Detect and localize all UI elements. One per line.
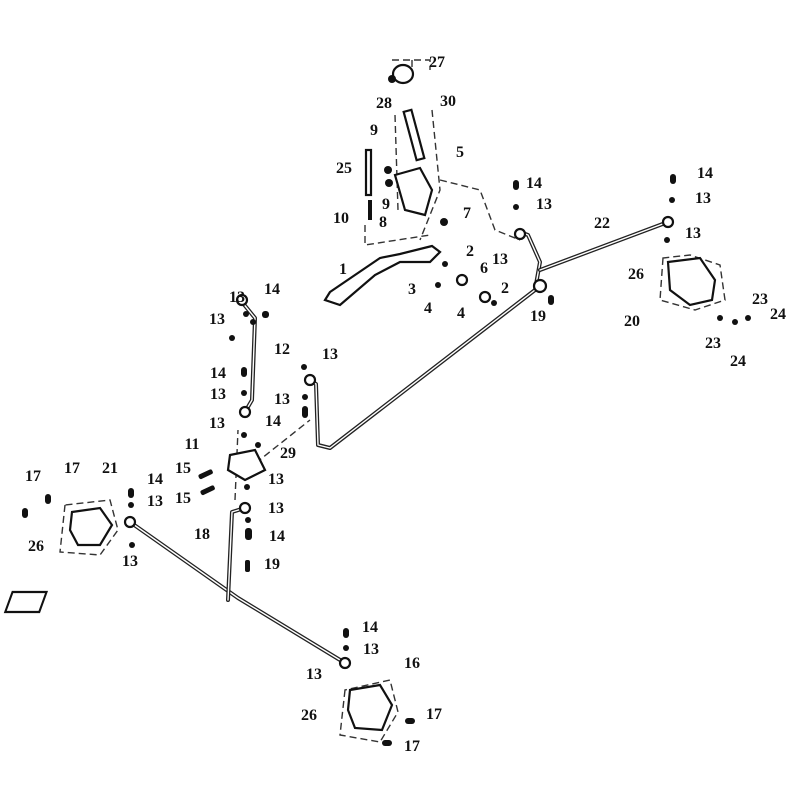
valve-11	[226, 448, 267, 482]
parts	[3, 63, 751, 746]
caliper-21	[68, 506, 114, 547]
part-number-label: 13	[122, 553, 138, 570]
brake-pedal-1	[323, 244, 442, 307]
part-number-label: 13	[147, 493, 163, 510]
part-number-label: 13	[229, 289, 245, 306]
part-number-label: 17	[64, 460, 80, 477]
part-number-label: 1	[339, 261, 347, 278]
part-number-label: 13	[685, 225, 701, 242]
part-number-label: 13	[322, 346, 338, 363]
brake-lines	[128, 220, 670, 665]
part-number-label: 30	[440, 93, 456, 110]
part-number-label: 13	[274, 391, 290, 408]
part-number-label: 5	[456, 144, 464, 161]
part-number-label: 28	[376, 95, 392, 112]
caliper-20	[666, 256, 717, 307]
part-number-label: 13	[695, 190, 711, 207]
part-number-label: 14	[697, 165, 713, 182]
part-number-label: 13	[209, 311, 225, 328]
part-number-label: 17	[25, 468, 41, 485]
part-number-label: 25	[336, 160, 352, 177]
part-number-label: 13	[492, 251, 508, 268]
part-number-label: 29	[280, 445, 296, 462]
part-number-label: 23	[752, 291, 768, 308]
rear-brake-line	[128, 520, 347, 665]
part-number-label: 14	[147, 471, 163, 488]
part-number-label: 9	[382, 196, 390, 213]
part-number-label: 8	[379, 214, 387, 231]
part-number-label: 9	[370, 122, 378, 139]
part-number-label: 13	[306, 666, 322, 683]
part-number-label: 19	[530, 308, 546, 325]
part-number-label: 2	[466, 243, 474, 260]
part-number-label: 22	[594, 215, 610, 232]
part-number-label: 18	[194, 526, 210, 543]
part-number-label: 2	[501, 280, 509, 297]
part-number-label: 15	[175, 460, 191, 477]
part-number-label: 14	[526, 175, 542, 192]
part-number-label: 14	[210, 365, 226, 382]
part-number-label: 4	[424, 300, 432, 317]
part-number-label: 14	[264, 281, 280, 298]
reservoir-cap-27	[391, 63, 415, 85]
switch-25	[364, 148, 373, 197]
part-number-label: 4	[457, 305, 465, 322]
part-number-label: 24	[730, 353, 746, 370]
caliper-16	[346, 683, 394, 732]
part-number-label: 27	[429, 54, 445, 71]
part-number-label: 16	[404, 655, 420, 672]
part-number-label: 14	[362, 619, 378, 636]
master-cylinder	[393, 166, 434, 217]
part-number-label: 13	[209, 415, 225, 432]
part-number-label: 6	[480, 260, 488, 277]
part-number-label: 13	[536, 196, 552, 213]
part-number-label: 10	[333, 210, 349, 227]
pushrod-30	[402, 108, 426, 162]
part-number-label: 26	[628, 266, 644, 283]
part-number-label: 21	[102, 460, 118, 477]
part-number-label: 7	[463, 205, 471, 222]
part-number-label: 26	[301, 707, 317, 724]
part-number-label: 15	[175, 490, 191, 507]
part-number-label: 14	[269, 528, 285, 545]
part-number-label: 23	[705, 335, 721, 352]
part-number-label: 14	[265, 413, 281, 430]
part-number-label: 13	[210, 386, 226, 403]
junction-block	[3, 590, 49, 614]
part-number-label: 13	[268, 471, 284, 488]
part-number-label: 19	[264, 556, 280, 573]
part-number-label: 17	[426, 706, 442, 723]
part-number-label: 26	[28, 538, 44, 555]
part-number-label: 13	[268, 500, 284, 517]
part-number-label: 17	[404, 738, 420, 755]
part-number-label: 3	[408, 281, 416, 298]
part-number-label: 11	[184, 436, 199, 453]
part-number-label: 20	[624, 313, 640, 330]
part-number-label: 24	[770, 306, 786, 323]
part-number-label: 12	[274, 341, 290, 358]
part-number-label: 13	[363, 641, 379, 658]
